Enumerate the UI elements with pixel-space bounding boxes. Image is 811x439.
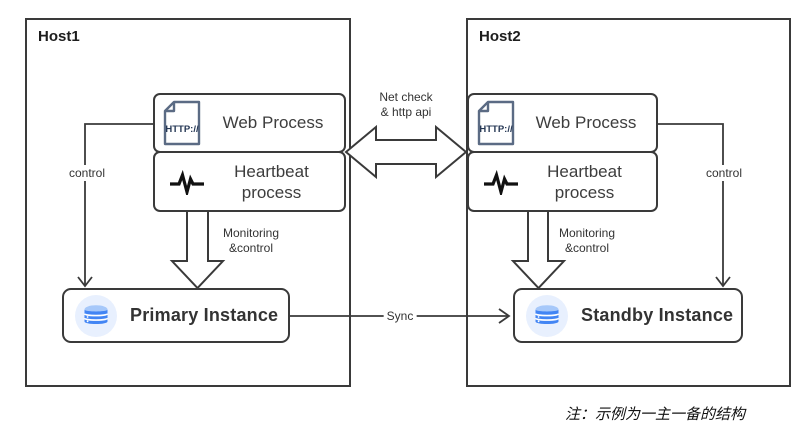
host1-heartbeat-process-box: Heartbeat process (153, 151, 346, 212)
note-text: 注：示例为一主一备的结构 (564, 405, 745, 423)
primary-instance-label: Primary Instance (130, 305, 279, 325)
host2-control-label: control (702, 165, 746, 181)
host2-web-process-box: HTTP:// Web Process (467, 93, 658, 153)
monitoring-label-line2: &control (228, 241, 274, 255)
heartbeat-process-label: Heartbeat process (519, 161, 656, 203)
heartbeat-label-line2: process (241, 182, 302, 202)
heartbeat-waveform-icon (483, 169, 519, 195)
primary-instance-box: Primary Instance (62, 288, 290, 343)
net-check-label-line1: Net check (379, 90, 433, 104)
heartbeat-label-line2: process (554, 182, 615, 202)
http-icon-text: HTTP:// (165, 124, 199, 135)
standby-instance-label: Standby Instance (581, 305, 734, 325)
host1-monitoring-block-arrow-icon (169, 210, 226, 290)
web-process-label: Web Process (535, 113, 637, 132)
sync-arrowhead-icon (498, 308, 511, 324)
host1-monitoring-label: Monitoring &control (210, 226, 292, 256)
host2-control-line (658, 123, 724, 285)
sync-label: Sync (383, 308, 417, 324)
heartbeat-label-line1: Heartbeat (234, 161, 309, 181)
web-process-label: Web Process (222, 113, 324, 132)
host1-title: Host1 (38, 28, 80, 45)
host1-web-process-box: HTTP:// Web Process (153, 93, 346, 153)
heartbeat-label-line1: Heartbeat (547, 161, 622, 181)
heartbeat-process-label: Heartbeat process (205, 161, 344, 203)
net-check-label: Net check & http api (379, 90, 432, 120)
host2-control-arrowhead-icon (715, 276, 731, 288)
net-check-double-arrow-icon (344, 124, 468, 180)
host2-title: Host2 (479, 28, 521, 45)
standby-instance-box: Standby Instance (513, 288, 743, 343)
host2-monitoring-label: Monitoring &control (546, 226, 628, 256)
monitoring-label-line1: Monitoring (222, 226, 280, 240)
monitoring-label-line2: &control (564, 241, 610, 255)
http-document-icon: HTTP:// (476, 100, 516, 146)
database-icon (525, 294, 569, 338)
database-icon (74, 294, 118, 338)
heartbeat-waveform-icon (169, 169, 205, 195)
host2-monitoring-block-arrow-icon (510, 210, 567, 290)
http-document-icon: HTTP:// (162, 100, 202, 146)
host1-box (25, 18, 351, 387)
host1-control-label: control (65, 165, 109, 181)
host2-heartbeat-process-box: Heartbeat process (467, 151, 658, 212)
host1-control-arrowhead-icon (77, 276, 93, 288)
net-check-label-line2: & http api (380, 105, 432, 119)
monitoring-label-line1: Monitoring (558, 226, 616, 240)
http-icon-text: HTTP:// (479, 124, 513, 135)
host1-control-line (84, 123, 153, 285)
